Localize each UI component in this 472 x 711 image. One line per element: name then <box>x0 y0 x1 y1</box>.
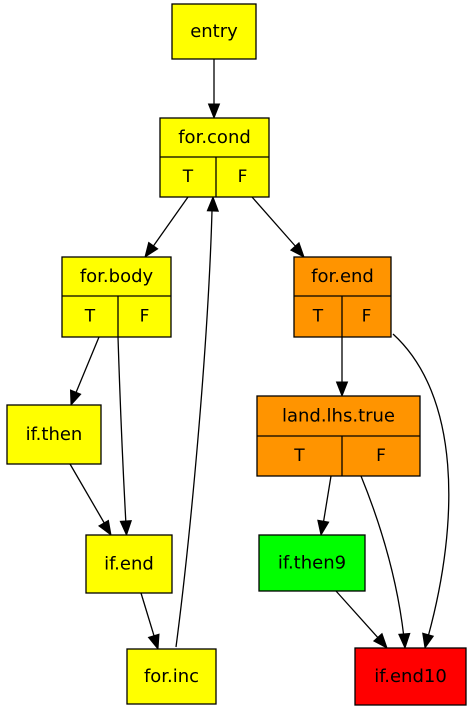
node-if-then9-label: if.then9 <box>278 553 346 574</box>
node-for-body-label: for.body <box>80 266 154 287</box>
arrowhead <box>119 520 133 537</box>
node-for-end[interactable]: for.end T F <box>293 256 392 338</box>
node-entry[interactable]: entry <box>171 3 257 60</box>
port-false-label: F <box>238 167 248 187</box>
node-if-then-label: if.then <box>26 424 83 445</box>
node-if-end10[interactable]: if.end10 <box>354 647 467 706</box>
arrowhead <box>147 633 160 651</box>
port-false-label: F <box>362 307 372 327</box>
node-for-body[interactable]: for.body T F <box>61 256 172 338</box>
node-if-end[interactable]: if.end <box>85 534 173 594</box>
edge-if-then9-to-if-end10 <box>335 590 381 641</box>
node-for-cond[interactable]: for.cond T F <box>159 117 270 198</box>
node-if-then9[interactable]: if.then9 <box>258 534 366 592</box>
node-if-end-label: if.end <box>104 554 154 575</box>
node-if-end10-box <box>354 647 467 706</box>
arrowhead <box>97 519 112 537</box>
node-for-inc[interactable]: for.inc <box>126 648 217 705</box>
arrowhead <box>69 389 82 407</box>
node-entry-label: entry <box>190 21 238 42</box>
edge-for-inc-to-for-cond <box>175 210 213 648</box>
node-for-body-box <box>61 256 172 338</box>
arrowhead <box>207 103 221 120</box>
arrowhead <box>398 632 411 650</box>
node-for-inc-box <box>126 648 217 705</box>
arrowhead <box>422 632 435 650</box>
node-land-lhs-true-label: land.lhs.true <box>282 406 395 427</box>
port-true-label: T <box>182 167 194 187</box>
edge-for-end-false-to-if-end10 <box>392 333 450 638</box>
node-if-end-box <box>85 534 173 594</box>
port-true-label: T <box>84 307 96 327</box>
node-if-then[interactable]: if.then <box>6 404 102 465</box>
arrowhead <box>317 519 330 537</box>
arrowhead <box>289 241 305 259</box>
edge-if-end-to-for-inc <box>140 592 156 640</box>
edge-if-then-to-if-end <box>69 463 107 527</box>
node-if-then-box <box>6 404 102 465</box>
edge-for-body-true-to-if-then <box>74 336 100 396</box>
node-for-cond-label: for.cond <box>178 127 251 148</box>
edge-for-cond-true-to-for-body <box>151 196 189 249</box>
port-false-label: F <box>140 307 150 327</box>
node-if-then9-box <box>258 534 366 592</box>
port-false-label: F <box>376 446 386 466</box>
node-if-end10-label: if.end10 <box>374 666 447 687</box>
node-for-inc-label: for.inc <box>144 666 199 687</box>
edge-land-lhs-true-true-to-if-then9 <box>322 475 332 526</box>
port-true-label: T <box>312 307 324 327</box>
arrowhead <box>144 241 159 259</box>
arrowhead <box>372 632 388 650</box>
node-entry-box <box>171 3 257 60</box>
node-land-lhs-true[interactable]: land.lhs.true T F <box>256 395 421 477</box>
edge-for-body-false-to-if-end <box>117 336 127 526</box>
port-true-label: T <box>293 446 305 466</box>
arrowhead <box>335 381 349 398</box>
edges <box>69 59 450 651</box>
edge-land-lhs-true-false-to-if-end10 <box>360 475 405 639</box>
edge-for-cond-false-to-for-end <box>251 196 298 249</box>
arrowhead <box>206 195 220 212</box>
node-for-end-label: for.end <box>311 266 374 287</box>
nodes: entry for.cond T F for.body T F for.end … <box>6 3 467 706</box>
